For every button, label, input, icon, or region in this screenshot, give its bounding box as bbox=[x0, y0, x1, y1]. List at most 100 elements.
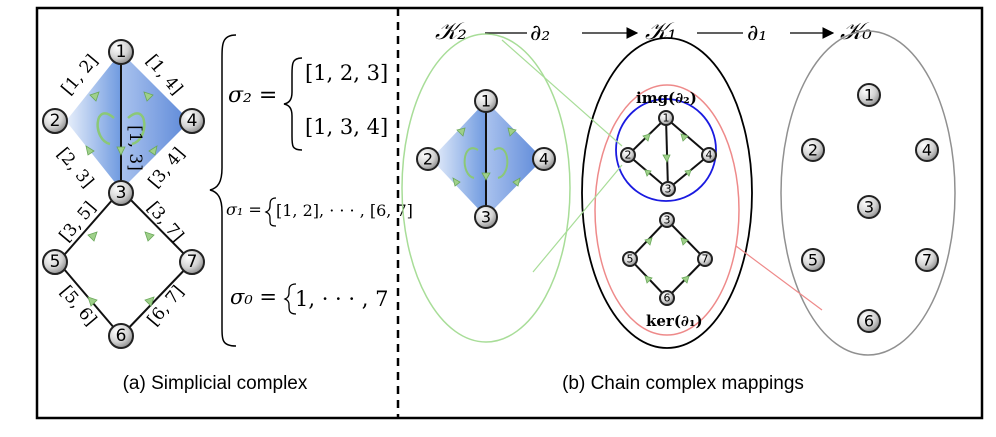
sigma0-items: 1, · · · , 7 bbox=[295, 287, 388, 311]
figure-frame bbox=[35, 6, 984, 420]
ker-node-5: 5 bbox=[622, 251, 638, 267]
edge-label-5-6: [5, 6] bbox=[56, 282, 101, 330]
img-label: img(∂₂) bbox=[636, 89, 697, 107]
orientation-arrows-a bbox=[85, 91, 158, 307]
svg-text:1: 1 bbox=[864, 86, 874, 105]
map-line-k2-bottom bbox=[532, 164, 623, 273]
node-a-5: 5 bbox=[42, 249, 68, 275]
node-a-4: 4 bbox=[179, 108, 205, 134]
big-brace bbox=[209, 34, 237, 347]
k0-node-7: 7 bbox=[915, 248, 939, 272]
caption-a: (a) Simplicial complex bbox=[123, 373, 308, 394]
img-node-4: 4 bbox=[701, 147, 717, 163]
k2-node-3: 3 bbox=[474, 205, 498, 229]
k2-arrow-left bbox=[456, 127, 466, 137]
svg-text:3: 3 bbox=[864, 198, 874, 217]
ker-node-7: 7 bbox=[697, 251, 713, 267]
triangle-1-2-3 bbox=[66, 52, 121, 190]
sigma2-brace bbox=[283, 57, 303, 151]
panel-b: 𝒦₂ ∂₂ 𝒦₁ ∂₁ 𝒦₀ 1 2 3 4 bbox=[401, 17, 956, 394]
k2-ellipse bbox=[401, 33, 571, 343]
svg-text:2: 2 bbox=[423, 150, 433, 169]
ker-ellipse bbox=[594, 84, 740, 336]
svg-text:2: 2 bbox=[808, 141, 818, 160]
d2-label: ∂₂ bbox=[530, 21, 550, 46]
svg-text:2: 2 bbox=[50, 111, 61, 131]
sigma1-items: [1, 2], · · · , [6, 7] bbox=[276, 201, 413, 220]
svg-text:7: 7 bbox=[922, 251, 932, 270]
svg-text:7: 7 bbox=[702, 253, 709, 266]
svg-text:5: 5 bbox=[627, 253, 634, 266]
svg-text:4: 4 bbox=[187, 111, 198, 131]
k0-ellipse bbox=[780, 30, 956, 356]
k0-node-6: 6 bbox=[857, 309, 881, 333]
img-node-3: 3 bbox=[660, 181, 676, 197]
svg-text:6: 6 bbox=[664, 292, 671, 305]
svg-text:3: 3 bbox=[116, 183, 127, 203]
svg-text:1: 1 bbox=[663, 112, 670, 125]
node-a-3: 3 bbox=[108, 180, 134, 206]
d1-label: ∂₁ bbox=[747, 21, 767, 46]
edge-label-1-3: [1, 3] bbox=[125, 125, 145, 171]
k2-curl-right bbox=[493, 147, 509, 179]
k0-nodes: 1 2 3 4 5 6 7 bbox=[801, 83, 939, 333]
node-a-2: 2 bbox=[42, 108, 68, 134]
k2-arrow-bottom-right bbox=[512, 177, 521, 187]
img-node-2: 2 bbox=[620, 147, 636, 163]
k2-curl-left bbox=[463, 147, 479, 179]
k2-triangle-right bbox=[486, 101, 543, 217]
sigma0-brace bbox=[283, 283, 297, 315]
img-circle bbox=[615, 98, 717, 202]
sigma2-lhs: σ₂ = bbox=[228, 83, 277, 108]
sigma1-lhs: σ₁ = bbox=[226, 200, 262, 219]
k0-node-4: 4 bbox=[915, 138, 939, 162]
sigma0-lhs: σ₀ = bbox=[230, 285, 277, 309]
k0-node-5: 5 bbox=[801, 248, 825, 272]
map-line-ker-k0 bbox=[735, 245, 823, 311]
svg-text:3: 3 bbox=[664, 214, 671, 227]
k0-node-1: 1 bbox=[857, 83, 881, 107]
nodes-a: 1 2 3 4 5 6 7 bbox=[42, 39, 205, 349]
node-a-7: 7 bbox=[179, 249, 205, 275]
k0-node-2: 2 bbox=[801, 138, 825, 162]
svg-text:3: 3 bbox=[665, 183, 672, 196]
ker-node-3: 3 bbox=[659, 212, 675, 228]
ker-node-6: 6 bbox=[659, 290, 675, 306]
k2-node-4: 4 bbox=[532, 147, 556, 171]
svg-text:6: 6 bbox=[864, 312, 874, 331]
k2-node-1: 1 bbox=[474, 89, 498, 113]
img-node-1: 1 bbox=[658, 110, 674, 126]
ker-label: ker(∂₁) bbox=[646, 312, 703, 330]
sigma1-brace bbox=[264, 197, 277, 227]
img-graph: 1 2 3 4 bbox=[620, 110, 717, 197]
svg-text:5: 5 bbox=[50, 252, 61, 272]
sigma2-item-2: [1, 3, 4] bbox=[305, 115, 388, 139]
node-a-6: 6 bbox=[108, 323, 134, 349]
sigma2-item-1: [1, 2, 3] bbox=[305, 61, 388, 85]
svg-text:6: 6 bbox=[116, 326, 127, 346]
svg-text:2: 2 bbox=[625, 149, 632, 162]
edges-a bbox=[57, 52, 193, 337]
svg-text:1: 1 bbox=[481, 92, 491, 111]
svg-text:4: 4 bbox=[539, 150, 549, 169]
svg-text:4: 4 bbox=[922, 141, 932, 160]
caption-b: (b) Chain complex mappings bbox=[562, 373, 804, 394]
k2-node-2: 2 bbox=[416, 147, 440, 171]
k2-arrow-right bbox=[507, 127, 517, 137]
panel-a: [1, 2] [1, 4] [1, 3] [2, 3] [3, 4] [3, 5… bbox=[42, 34, 413, 394]
svg-text:7: 7 bbox=[187, 252, 198, 272]
svg-text:4: 4 bbox=[706, 149, 713, 162]
svg-text:5: 5 bbox=[808, 251, 818, 270]
svg-text:1: 1 bbox=[116, 42, 127, 62]
k2-arrow-center bbox=[481, 172, 491, 181]
svg-text:3: 3 bbox=[481, 208, 491, 227]
k0-node-3: 3 bbox=[857, 195, 881, 219]
k2-triangle-left bbox=[431, 101, 486, 217]
ker-graph: 3 5 6 7 bbox=[622, 212, 713, 306]
k1-ellipse bbox=[581, 37, 753, 349]
node-a-1: 1 bbox=[108, 39, 134, 65]
k2-arrow-bottom-left bbox=[452, 177, 461, 187]
triangle-1-3-4 bbox=[121, 52, 190, 190]
map-line-k2-top bbox=[501, 39, 623, 147]
